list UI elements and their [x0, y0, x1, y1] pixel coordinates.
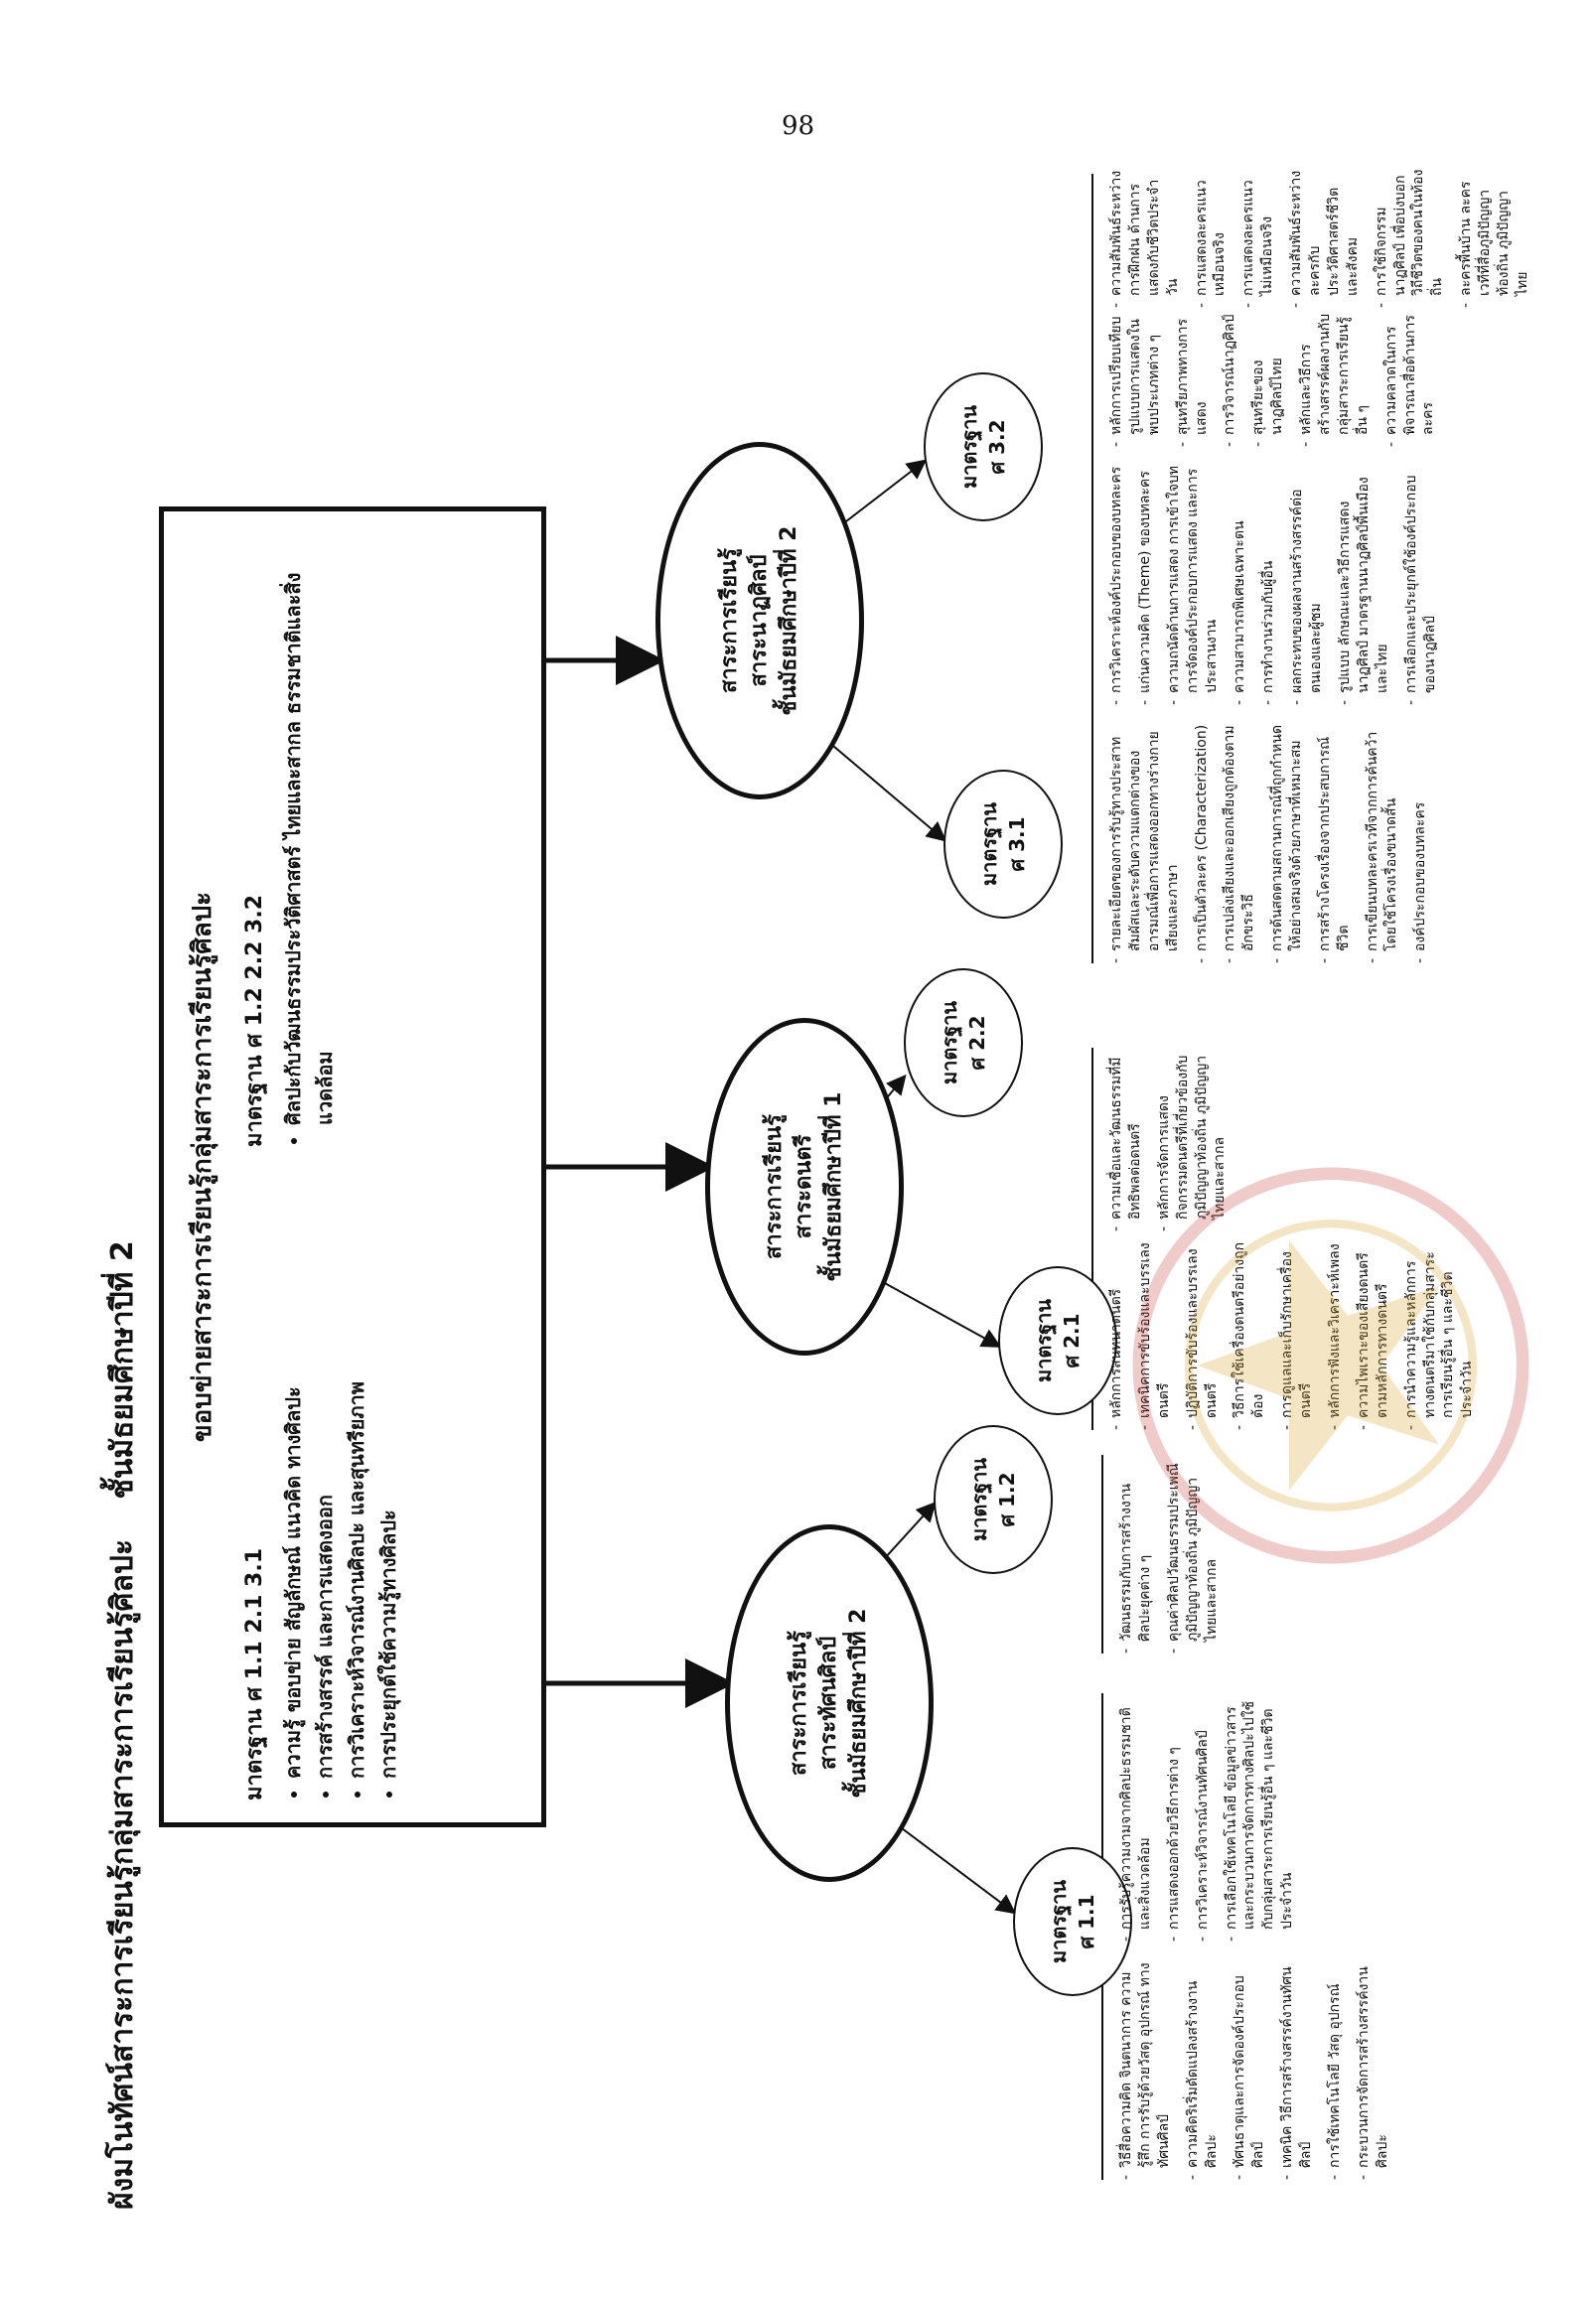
scope-heading: ขอบข่ายสาระการเรียนรู้กลุ่มสาระการเรียนร… — [188, 891, 218, 1443]
std-1-1-items-b: การรับรู้ความงามจากศิลปะธรรมชาติและสิ่งแ… — [1117, 1693, 1307, 1942]
scope-box: ขอบข่ายสาระการเรียนรู้กลุ่มสาระการเรียนร… — [159, 506, 546, 1827]
title-row: ผังมโนทัศน์สาระการเรียนรู้กลุ่มสาระการเร… — [99, 164, 146, 2210]
content-item: ความคลาดในการพิจารณาสื่อด้านการละคร — [1382, 313, 1439, 447]
std-1-1-items-a: วิธีสื่อความคิด จินตนาการ ความรู้สึก การ… — [1117, 1951, 1402, 2180]
standard-label: มาตรฐาน — [957, 404, 981, 490]
area-name: สาระทัศนศิลป์ — [816, 1636, 842, 1771]
content-item: ผลกระทบของผลงานสร้างสรรค์ต่อตนเองและผู้ช… — [1288, 457, 1326, 705]
content-item: ความถนัดด้านการแสดง การเข้าใจบทการจัดองค… — [1165, 457, 1222, 705]
content-item: การเลือกใช้เทคโนโลยี ข้อมูลข่าวสารและกระ… — [1223, 1693, 1298, 1942]
content-item: การด้นสดตามสถานการณ์ที่ถูกกำหนดให้อย่างส… — [1268, 715, 1306, 963]
mind-map: ผังมโนทัศน์สาระการเรียนรู้กลุ่มสาระการเร… — [99, 164, 1539, 2210]
content-item: ทัศนธาตุและการจัดองค์ประกอบศิลป์ — [1231, 1951, 1268, 2180]
standard-2-2: มาตรฐาน ศ 2.2 — [904, 968, 1023, 1117]
area-grade: ชั้นมัธยมศึกษาปีที่ 2 — [845, 1608, 871, 1799]
standard-2-1: มาตรฐาน ศ 2.1 — [998, 1266, 1117, 1415]
standard-label: มาตรฐาน — [977, 801, 1001, 887]
school-seal-watermark — [1132, 1167, 1529, 1564]
page-title: ผังมโนทัศน์สาระการเรียนรู้กลุ่มสาระการเร… — [105, 1539, 140, 2210]
scope-item: การสร้างสรรค์ และการแสดงออก — [309, 1187, 341, 1779]
content-item: การรับรู้ความงามจากศิลปะธรรมชาติและสิ่งแ… — [1117, 1693, 1155, 1942]
area-visual-arts: สาระการเรียนรู้ สาระทัศนศิลป์ ชั้นมัธยมศ… — [725, 1524, 934, 1882]
content-item: การใช้กิจกรรมนาฏศิลป์ เพื่อบ่งบอกวิถีชีว… — [1373, 169, 1448, 308]
content-item: หลักการเปรียบเทียบรูปแบบการแสดงในพบประเภ… — [1107, 313, 1164, 447]
content-item: การวิจารณ์นาฏศิลป์ — [1221, 313, 1239, 447]
content-item: องค์ประกอบของบทละคร — [1411, 715, 1430, 963]
content-item: ความสัมพันธ์ระหว่างละครกับประวัติศาสตร์ช… — [1287, 169, 1363, 308]
standard-label: มาตรฐาน — [938, 1000, 961, 1085]
standard-code: ศ 3.2 — [985, 419, 1009, 475]
content-item: การสร้างโครงเรื่องจากประสบการณ์ชีวิต — [1316, 715, 1354, 963]
standard-code: ศ 3.1 — [1005, 816, 1029, 872]
content-item: การวิเคราะห์วิจารณ์งานทัศนศิลป์ — [1194, 1693, 1213, 1942]
content-item: สุนทรียภาพทางการแสดง — [1174, 313, 1212, 447]
standard-label: มาตรฐาน — [967, 1457, 991, 1542]
standard-1-2: มาตรฐาน ศ 1.2 — [934, 1425, 1053, 1574]
page-subtitle: ชั้นมัธยมศึกษาปีที่ 2 — [105, 1240, 140, 1500]
content-item: วิธีสื่อความคิด จินตนาการ ความรู้สึก การ… — [1117, 1951, 1174, 2180]
area-label: สาระการเรียนรู้ — [762, 1114, 788, 1259]
standard-code: ศ 1.1 — [1075, 1894, 1098, 1949]
content-item: รูปแบบ ลักษณะและวิธีการแสดงนาฏศิลป์ มาตร… — [1336, 457, 1392, 705]
standard-label: มาตรฐาน — [1047, 1879, 1071, 1964]
content-item: การใช้เทคโนโลยี วัสดุ อุปกรณ์ — [1326, 1951, 1345, 2180]
area-label: สาระการเรียนรู้ — [787, 1631, 812, 1776]
content-item: การเป็นตัวละคร (Characterization) — [1193, 715, 1212, 963]
area-music: สาระการเรียนรู้ สาระดนตรี ชั้นมัธยมศึกษา… — [705, 1018, 904, 1356]
page-number: 98 — [781, 111, 815, 141]
content-item: ความคิดริเริ่มดัดแปลงสร้างงานศิลปะ — [1184, 1951, 1222, 2180]
standard-code: ศ 1.2 — [995, 1472, 1019, 1527]
content-item: กระบวนการจัดการสร้างสรรค์งานศิลปะ — [1355, 1951, 1392, 2180]
standard-code: ศ 2.2 — [965, 1015, 989, 1071]
standard-label: มาตรฐาน — [1032, 1298, 1056, 1383]
area-grade: ชั้นมัธยมศึกษาปีที่ 1 — [820, 1091, 846, 1282]
content-item: การวิเคราะห์องค์ประกอบของบทละคร — [1107, 457, 1126, 705]
scope-item: การประยุกต์ใช้ความรู้ทางศิลปะ — [372, 1187, 404, 1779]
content-item: การทำงานร่วมกับผู้อื่น — [1259, 457, 1278, 705]
std-3-1-items-a: รายละเอียดของการรับรู้ทางประสาทสัมผัสและ… — [1107, 715, 1439, 963]
content-item: แก่นความคิด (Theme) ของบทละคร — [1136, 457, 1155, 705]
area-name: สาระดนตรี — [792, 1134, 817, 1239]
area-label: สาระการเรียนรู้ — [717, 548, 743, 693]
content-item: สุนทรียะของนาฏศิลป์ไทย — [1249, 313, 1287, 447]
arrow-to-std-3-1 — [813, 729, 947, 842]
content-item: การแสดงออกด้วยวิธีการต่าง ๆ — [1165, 1693, 1184, 1942]
scope-item: ศิลปะกับวัฒนธรรมประวัติศาสตร์ ไทยและสากล… — [277, 533, 341, 1125]
content-item: การแสดงละครแนวเหมือนจริง — [1193, 169, 1231, 308]
area-drama: สาระการเรียนรู้ สาระนาฏศิลป์ ชั้นมัธยมศึ… — [655, 442, 864, 799]
content-item: การเลือกและประยุกต์ใช้องค์ประกอบของนาฏศิ… — [1402, 457, 1440, 705]
content-item: รายละเอียดของการรับรู้ทางประสาทสัมผัสและ… — [1107, 715, 1183, 963]
content-item: หลักและวิธีการสร้างสรรค์ผลงานกับกลุ่มสาร… — [1297, 313, 1373, 447]
standard-3-1: มาตรฐาน ศ 3.1 — [943, 770, 1063, 919]
content-item: ละครพื้นบ้าน ละครเวทีที่สื่อภูมิปัญญาท้อ… — [1457, 169, 1532, 308]
content-item: การเปล่งเสียงและออกเสียงถูกต้องตามอักขระ… — [1221, 715, 1258, 963]
standard-1-1: มาตรฐาน ศ 1.1 — [1013, 1847, 1132, 1996]
std-3-2-items: ความสัมพันธ์ระหว่างการฝึกฝน ด้านการแสดงก… — [1107, 169, 1542, 308]
content-item: การแสดงละครแนวไม่เหมือนจริง — [1239, 169, 1277, 308]
scope-right-heading: มาตรฐาน ศ 1.2 2.2 3.2 — [242, 894, 267, 1147]
scope-item: การวิเคราะห์วิจารณ์งานศิลปะ และสุนทรียภา… — [341, 1187, 372, 1779]
content-item: เทคนิค วิธีการสร้างสรรค์งานทัศนศิลป์ — [1278, 1951, 1316, 2180]
content-item: ความสามารถพิเศษเฉพาะตน — [1231, 457, 1249, 705]
scope-left-heading: มาตรฐาน ศ 1.1 2.1 3.1 — [242, 1547, 267, 1800]
content-item: ความสัมพันธ์ระหว่างการฝึกฝน ด้านการแสดงก… — [1107, 169, 1183, 308]
std-3-1-items-b: การวิเคราะห์องค์ประกอบของบทละคร แก่นความ… — [1107, 457, 1449, 705]
area-grade: ชั้นมัธยมศึกษาปีที่ 2 — [776, 525, 801, 716]
scope-item: ความรู้ ขอบข่าย สัญลักษณ์ แนวคิด ทางศิลป… — [277, 1187, 309, 1779]
std-3-1-items-c: หลักการเปรียบเทียบรูปแบบการแสดงในพบประเภ… — [1107, 313, 1448, 447]
area-name: สาระนาฏศิลป์ — [747, 554, 773, 687]
standard-code: ศ 2.1 — [1060, 1313, 1084, 1368]
content-item: การเขียนบทละครเวทีจากการค้นคว้าโดยใช้โคร… — [1364, 715, 1401, 963]
standard-3-2: มาตรฐาน ศ 3.2 — [924, 372, 1043, 521]
